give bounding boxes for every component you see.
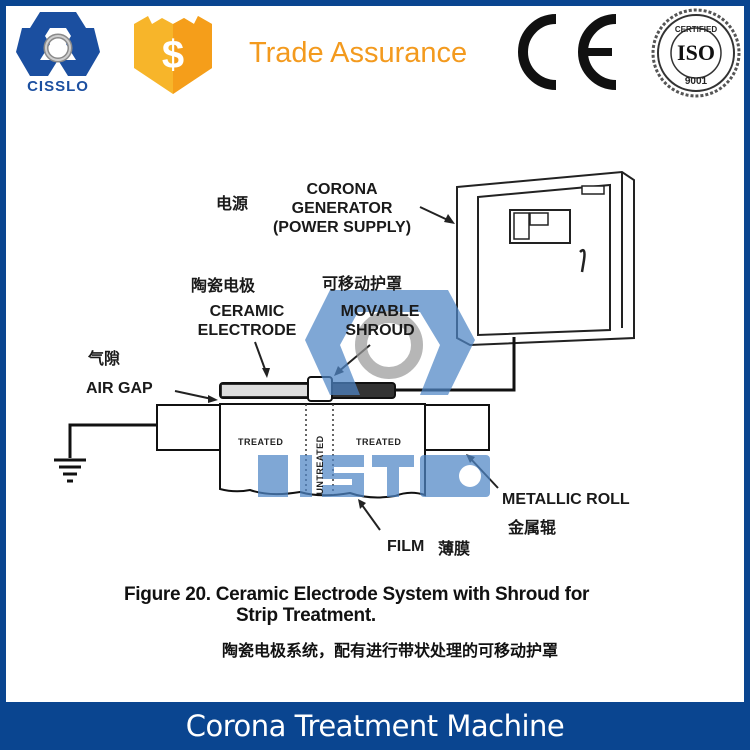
corona-generator-line3: (POWER SUPPLY) <box>272 219 412 236</box>
corona-generator-line2: GENERATOR <box>291 200 393 217</box>
corona-generator-line1: CORONA <box>306 181 378 198</box>
treated-right-label: TREATED <box>356 437 402 447</box>
trade-assurance-label: Trade Assurance <box>249 37 468 69</box>
ceramic-electrode-label: CERAMIC ELECTRODE <box>190 302 304 340</box>
ceramic-electrode-label-cn: 陶瓷电极 <box>191 276 256 295</box>
metallic-roll-label: METALLIC ROLL <box>502 491 630 508</box>
caption-line1: Figure 20. Ceramic Electrode System with… <box>124 584 590 605</box>
ceramic-electrode-line1: CERAMIC <box>209 303 285 320</box>
svg-text:$: $ <box>162 33 184 77</box>
movable-shroud-line1: MOVABLE <box>340 303 420 320</box>
movable-shroud-line2: SHROUD <box>345 322 415 339</box>
ceramic-electrode-line2: ELECTRODE <box>197 322 297 339</box>
metallic-roll-label-cn: 金属辊 <box>508 518 557 537</box>
figure-caption: Figure 20. Ceramic Electrode System with… <box>124 584 589 626</box>
figure-caption-cn: 陶瓷电极系统，配有进行带状处理的可移动护罩 <box>222 641 559 660</box>
film-label-cn: 薄膜 <box>438 539 471 558</box>
dollar-shield-icon: $ <box>134 16 212 94</box>
brand-name: CISSLO <box>27 78 89 95</box>
corona-diagram <box>54 170 635 531</box>
power-label-cn: 电源 <box>216 194 249 213</box>
corona-generator-label: CORONA GENERATOR (POWER SUPPLY) <box>262 180 422 237</box>
treated-left-label: TREATED <box>238 437 284 447</box>
air-gap-label-cn: 气隙 <box>88 349 121 368</box>
cisslo-watermark <box>258 290 490 497</box>
footer-banner: Corona Treatment Machine <box>0 702 750 750</box>
ce-mark-icon <box>518 14 617 90</box>
untreated-label: UNTREATED <box>315 435 325 495</box>
caption-line2: Strip Treatment. <box>236 605 376 626</box>
air-gap-label: AIR GAP <box>86 380 153 397</box>
svg-text:9001: 9001 <box>685 76 708 87</box>
film-label: FILM <box>387 538 425 555</box>
movable-shroud-label: MOVABLE SHROUD <box>330 302 430 340</box>
movable-shroud-label-cn: 可移动护罩 <box>322 274 403 293</box>
svg-text:CERTIFIED: CERTIFIED <box>675 25 717 34</box>
cisslo-logo-icon <box>16 12 100 76</box>
power-supply-cabinet <box>456 170 635 347</box>
svg-text:ISO: ISO <box>677 40 715 65</box>
iso-9001-badge-icon: CERTIFIED ISO 9001 <box>651 8 741 98</box>
footer-title: Corona Treatment Machine <box>185 709 565 743</box>
